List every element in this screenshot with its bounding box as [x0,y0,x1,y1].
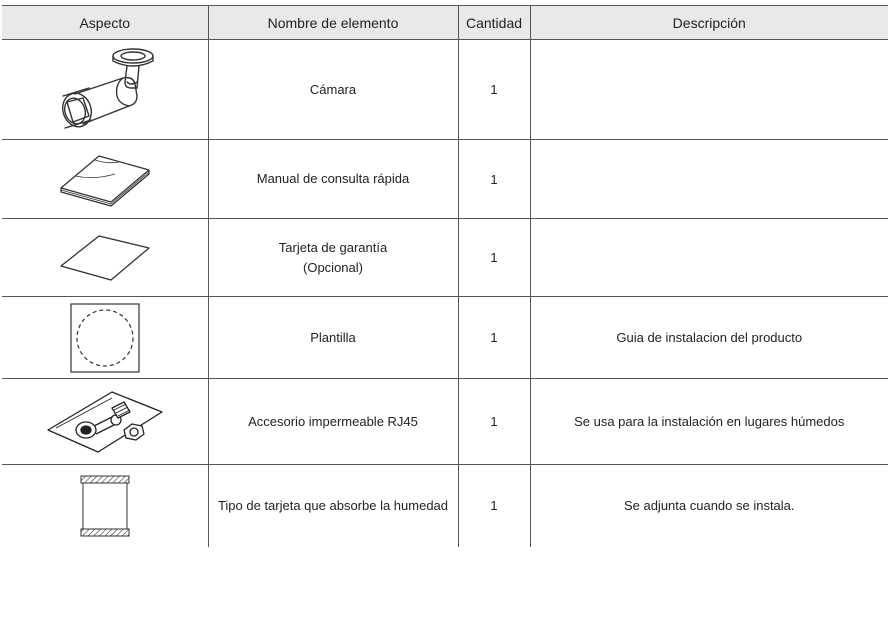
quantity-cell: 1 [458,464,531,547]
appearance-cell [2,139,209,219]
appearance-cell [2,464,209,547]
table-row: Manual de consulta rápida 1 [2,139,888,219]
item-name-cell: Manual de consulta rápida [208,139,459,219]
appearance-cell [2,296,209,379]
item-name-note: (Opcional) [303,259,363,275]
quantity-cell: 1 [458,378,531,465]
table-row: Accesorio impermeable RJ45 1 Se usa para… [2,378,888,465]
item-name-cell: Cámara [208,39,459,140]
item-name-cell: Accesorio impermeable RJ45 [208,378,459,465]
description-cell [530,218,888,297]
description-cell [530,39,888,140]
appearance-cell [2,39,209,140]
item-name: Cámara [309,81,357,97]
header-appearance: Aspecto [2,5,209,40]
item-name-cell: Tarjeta de garantía (Opcional) [208,218,459,297]
desiccant-card-icon [80,475,130,537]
item-name-cell: Tipo de tarjeta que absorbe la humedad [208,464,459,547]
item-name: Accesorio impermeable RJ45 [248,413,418,429]
description-cell: Guia de instalacion del producto [530,296,888,379]
item-name: Plantilla [310,329,356,345]
appearance-cell [2,218,209,297]
header-description: Descripción [530,5,888,40]
quantity-cell: 1 [458,139,531,219]
template-icon [70,302,140,373]
table-row: Plantilla 1 Guia de instalacion del prod… [2,296,888,379]
appearance-cell [2,378,209,465]
item-name-cell: Plantilla [208,296,459,379]
table-header-row: Aspecto Nombre de elemento Cantidad Desc… [2,5,888,40]
description-cell: Se usa para la instalación en lugares hú… [530,378,888,465]
warranty-card-icon [60,234,150,281]
item-name: Tipo de tarjeta que absorbe la humedad [217,497,449,513]
description-cell: Se adjunta cuando se instala. [623,498,795,514]
item-name: Manual de consulta rápida [256,171,410,186]
header-item-name: Nombre de elemento [208,5,459,40]
description-cell [530,139,888,219]
components-table: Aspecto Nombre de elemento Cantidad Desc… [2,5,888,547]
item-name: Tarjeta de garantía [278,239,388,255]
quantity-cell: 1 [458,39,531,140]
booklet-icon [60,155,150,207]
table-row: Tipo de tarjeta que absorbe la humedad 1… [2,464,888,547]
waterproof-kit-icon [47,390,163,453]
table-row: Tarjeta de garantía (Opcional) 1 [2,218,888,297]
table-row: Cámara 1 [2,39,888,140]
quantity-cell: 1 [458,218,531,297]
quantity-cell: 1 [458,296,531,379]
bullet-camera-icon [61,47,154,129]
header-quantity: Cantidad [458,5,531,40]
